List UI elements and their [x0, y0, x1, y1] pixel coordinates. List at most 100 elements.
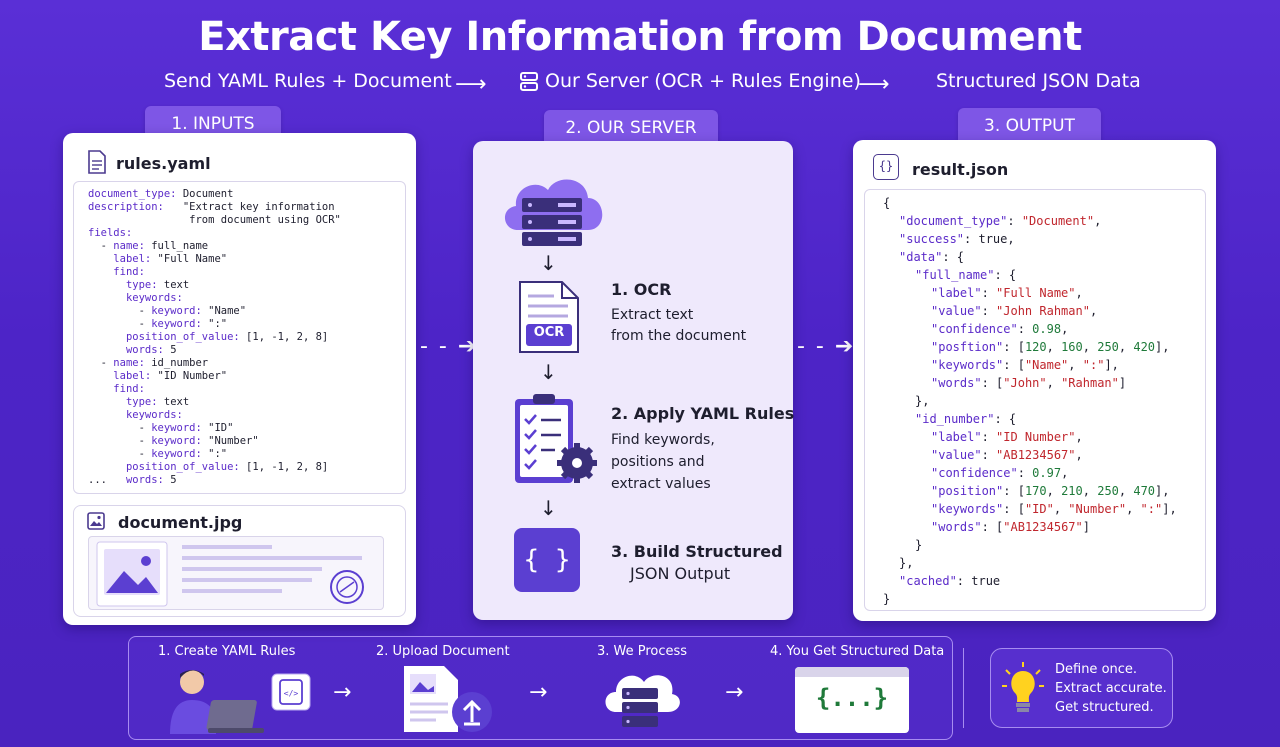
yaml-line: find: [113, 266, 145, 278]
server-step-3-desc-1: JSON Output [630, 564, 731, 583]
json-result-badge: {...} [815, 684, 889, 712]
yaml-line: - keyword: "Number" [88, 435, 259, 447]
json-line: "position": [170, 210, 250, 470], [931, 484, 1170, 498]
json-lines: { "document_type": "Document", "success": … [883, 194, 1205, 608]
bottom-step-3: 3. We Process [597, 644, 688, 659]
json-line: }, [899, 556, 914, 570]
rules-file-name: rules.yaml [116, 154, 211, 173]
yaml-line: - keyword: ":" [88, 448, 228, 460]
json-line: "success": true, [899, 232, 1015, 246]
document-file-name: document.jpg [118, 513, 243, 532]
yaml-line: position_of_value: [1, -1, 2, 8] [125, 461, 329, 473]
flow-step-send: Send YAML Rules + Document [164, 70, 452, 92]
section-server-label: 2. OUR SERVER [544, 110, 718, 146]
yaml-line: label: "Full Name" [113, 253, 228, 265]
server-step-2-desc-1: Find keywords, [611, 432, 715, 448]
yaml-line: find: [113, 383, 145, 395]
yaml-line: label: "ID Number" [113, 370, 228, 382]
image-file-icon [87, 512, 105, 530]
json-line: "posftion": [120, 160, 250, 420], [931, 340, 1170, 354]
bottom-step-4: 4. You Get Structured Data [770, 644, 945, 659]
browser-window-icon [795, 667, 909, 733]
json-line: "keywords": ["ID", "Number", ":"], [931, 502, 1177, 516]
page-title: Extract Key Information from Document [198, 14, 1082, 60]
result-file-name: result.json [912, 160, 1009, 179]
json-line: "full_name": { [915, 268, 1017, 282]
dashed-arrow-inputs: - - ➔ [420, 334, 479, 359]
json-line: "data": { [899, 250, 965, 264]
json-line: "confidence": 0.97, [931, 466, 1069, 480]
ocr-document-icon [519, 281, 579, 353]
bottom-step-1: 1. Create YAML Rules [158, 644, 296, 659]
json-line: } [883, 592, 891, 606]
json-line: "document_type": "Document", [899, 214, 1102, 228]
json-line: "confidence": 0.98, [931, 322, 1069, 336]
server-step-1-desc-1: Extract text [611, 307, 694, 323]
stamp-icon [330, 570, 364, 604]
section-output-label: 3. OUTPUT [958, 108, 1101, 144]
down-arrow-1: ↓ [540, 251, 557, 275]
cloud-server-icon [504, 179, 603, 246]
down-arrow-3: ↓ [540, 496, 557, 520]
svg-text:</>: </> [284, 689, 299, 698]
yaml-line: - name: full_name [88, 240, 209, 252]
yaml-line: - keyword: "Name" [88, 305, 247, 317]
server-step-2-desc-2: positions and [611, 454, 705, 470]
json-line: "label": "ID Number", [931, 430, 1083, 444]
yaml-line: ... words: 5 [88, 474, 177, 486]
json-line: "label": "Full Name", [931, 286, 1083, 300]
yaml-line: type: text [125, 396, 190, 408]
yaml-line: - name: id_number [88, 357, 209, 369]
yaml-line: description: "Extract key information [88, 201, 335, 213]
server-step-3-title: 3. Build Structured [611, 542, 783, 561]
yaml-line: keywords: [125, 292, 183, 304]
server-step-2-desc-3: extract values [611, 476, 711, 492]
document-icon [88, 150, 106, 174]
json-line: } [915, 538, 923, 552]
tip-line-2: Extract accurate. [1055, 681, 1167, 696]
tip-line-1: Define once. [1055, 662, 1138, 677]
yaml-line: fields: [88, 227, 133, 239]
flow-step-server: Our Server (OCR + Rules Engine) [545, 70, 861, 92]
dashed-arrow-output: - - ➔ [797, 334, 856, 359]
checklist-gear-icon [515, 394, 597, 483]
json-line: "value": "John Rahman", [931, 304, 1098, 318]
json-line: "id_number": { [915, 412, 1017, 426]
yaml-line: keywords: [125, 409, 183, 421]
tip-line-3: Get structured. [1055, 700, 1154, 715]
json-line: "cached": true [899, 574, 1001, 588]
yaml-line: document_type: Document [88, 188, 234, 200]
ocr-badge: OCR [533, 325, 565, 340]
bottom-arrow-3: → [725, 680, 744, 705]
bottom-arrow-1: → [333, 680, 352, 705]
yaml-line: words: 5 [125, 344, 177, 356]
bottom-step-2: 2. Upload Document [376, 644, 510, 659]
json-braces-icon: { } [514, 528, 580, 592]
flow-arrow-1: ⟶ [455, 72, 487, 97]
server-step-1-title: 1. OCR [611, 280, 672, 299]
tip-box [990, 648, 1173, 728]
bottom-divider [963, 648, 964, 728]
json-line: "words": ["John", "Rahman"] [931, 376, 1127, 390]
json-line: "keywords": ["Name", ":"], [931, 358, 1119, 372]
yaml-line: position_of_value: [1, -1, 2, 8] [125, 331, 329, 343]
json-line: "words": ["AB1234567"] [931, 520, 1090, 534]
json-code-block[interactable]: { "document_type": "Document", "success": … [864, 189, 1206, 611]
bottom-arrow-2: → [529, 680, 548, 705]
photo-placeholder-icon [96, 541, 168, 607]
server-icon [520, 72, 538, 91]
person-laptop-icon: </> [170, 670, 311, 734]
server-step-1-desc-2: from the document [611, 328, 747, 344]
flow-arrow-2: ⟶ [858, 72, 890, 97]
process-cloud-icon [605, 675, 680, 727]
flow-step-output: Structured JSON Data [936, 70, 1141, 92]
yaml-line: from document using OCR" [88, 214, 341, 226]
down-arrow-2: ↓ [540, 360, 557, 384]
json-line: { [883, 196, 891, 210]
json-line: "value": "AB1234567", [931, 448, 1083, 462]
json-line: }, [915, 394, 930, 408]
server-step-2-title: 2. Apply YAML Rules [611, 404, 795, 423]
browser-titlebar [795, 667, 909, 677]
